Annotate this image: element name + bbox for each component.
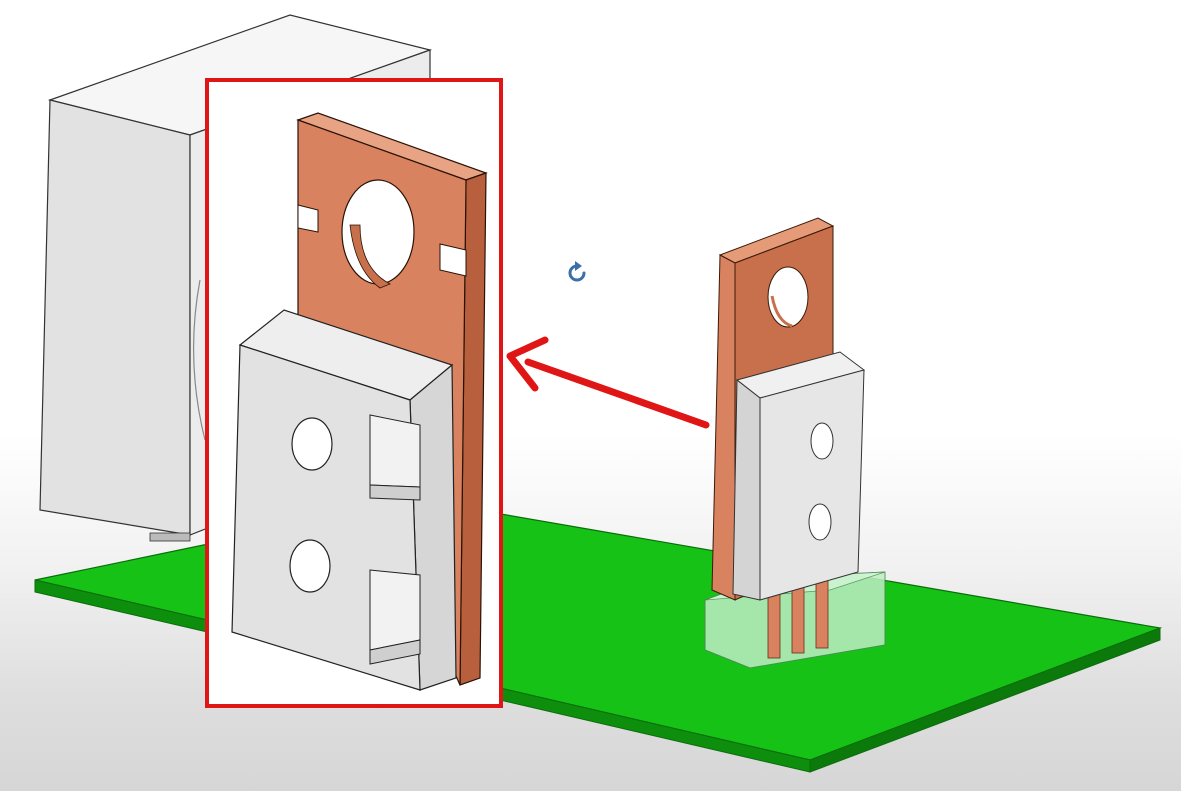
- pcb-board[interactable]: [34, 499, 1163, 773]
- transistor-pins: [767, 579, 829, 659]
- plastic-body-large: [231, 309, 457, 691]
- callout-border: [205, 78, 503, 708]
- zoom-callout: [205, 78, 503, 708]
- rotate-view-icon[interactable]: [562, 258, 592, 288]
- to220-transistor-on-pcb[interactable]: [704, 217, 886, 669]
- callout-arrow: [506, 336, 710, 429]
- plastic-body-small: [732, 351, 866, 601]
